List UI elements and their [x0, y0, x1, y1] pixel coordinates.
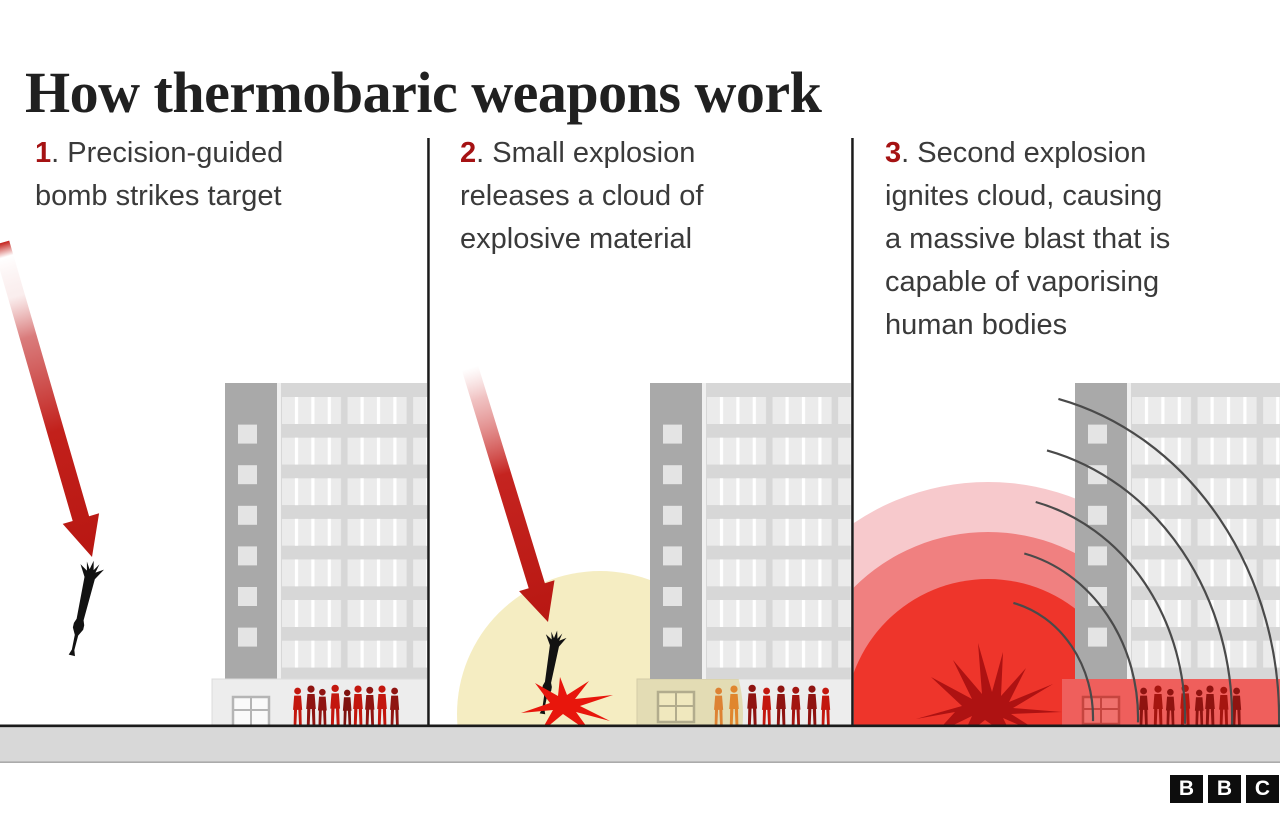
step-3-line-2: ignites cloud, causing — [885, 180, 1163, 212]
step-3-line-3: a massive blast that is — [885, 223, 1171, 255]
step-2-line-1: 2. Small explosion — [460, 137, 696, 169]
bomb-icon — [60, 558, 106, 659]
page-title: How thermobaric weapons work — [25, 59, 822, 125]
bbc-logo-block-3: C — [1246, 775, 1279, 803]
facade-windows — [281, 383, 427, 679]
panel-divider — [427, 138, 430, 727]
small-explosion-star-icon — [521, 677, 613, 727]
ground-line — [0, 724, 1280, 728]
step-1-number: 1 — [35, 137, 52, 169]
step-2-line-3: explosive material — [460, 223, 693, 255]
guided-bomb-arrow-icon — [0, 240, 100, 557]
bbc-logo: B B C — [1170, 775, 1279, 803]
column-windows — [1088, 424, 1107, 647]
step-2-number: 2 — [460, 137, 477, 169]
building-illustration — [211, 383, 427, 727]
large-explosion-star-icon — [916, 643, 1062, 727]
ground-bar — [0, 727, 1280, 762]
facade-windows — [706, 383, 851, 679]
panel-2-illustration — [457, 365, 851, 727]
facade-windows — [1131, 383, 1280, 679]
shockwave-arcs-icon — [1013, 397, 1280, 727]
step-separator: . — [901, 137, 918, 169]
step-3-line-5: human bodies — [885, 309, 1068, 341]
step-3-line-4: capable of vaporising — [885, 266, 1160, 298]
step-1-line-2: bomb strikes target — [35, 180, 282, 212]
pavement-edge — [0, 761, 1280, 763]
step-2-caption: 2. Small explosion releases a cloud of e… — [460, 132, 703, 261]
bbc-logo-block-2: B — [1208, 775, 1241, 803]
panel-1-illustration — [0, 240, 427, 727]
step-3-caption: 3. Second explosion ignites cloud, causi… — [885, 132, 1170, 347]
shop-window — [1081, 695, 1121, 726]
panel-divider — [851, 138, 854, 727]
guided-bomb-arrow-icon — [461, 365, 555, 622]
shop-window — [231, 695, 271, 727]
step-2-line-2: releases a cloud of — [460, 180, 704, 212]
building-illustration — [457, 383, 851, 727]
building-illustration — [1062, 383, 1280, 727]
step-1-caption: 1. Precision-guided bomb strikes target — [35, 132, 283, 218]
bbc-logo-block-1: B — [1170, 775, 1203, 803]
step-3-number: 3 — [885, 137, 902, 169]
step-1-line-1: 1. Precision-guided — [35, 137, 284, 169]
column-windows — [663, 424, 682, 647]
step-separator: . — [51, 137, 68, 169]
column-windows — [238, 424, 257, 647]
panel-3-illustration — [853, 383, 1280, 727]
step-separator: . — [476, 137, 493, 169]
step-3-line-1: 3. Second explosion — [885, 137, 1147, 169]
